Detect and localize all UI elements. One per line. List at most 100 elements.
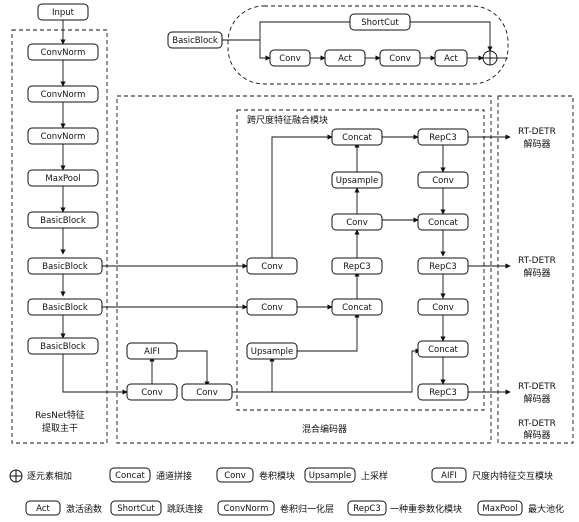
decoder-2-line1: RT-DETR bbox=[518, 256, 556, 266]
label-rtdetr-bottom: RT-DETR bbox=[518, 419, 556, 429]
svg-text:MaxPool: MaxPool bbox=[45, 174, 80, 184]
svg-text:ShortCut: ShortCut bbox=[117, 504, 155, 514]
svg-text:Conv: Conv bbox=[224, 471, 246, 481]
label-resnet-2: 提取主干 bbox=[42, 422, 78, 434]
svg-text:Act: Act bbox=[444, 54, 458, 64]
svg-text:BasicBlock: BasicBlock bbox=[40, 216, 86, 226]
node-basicblock-legend: BasicBlock bbox=[167, 31, 223, 49]
svg-text:ShortCut: ShortCut bbox=[361, 18, 399, 28]
svg-text:RepC3: RepC3 bbox=[353, 504, 381, 514]
legend-aifi: AIFI bbox=[431, 467, 467, 483]
node-conv-c1: Conv bbox=[331, 213, 383, 231]
node-conv-bottom-1: Conv bbox=[126, 383, 178, 401]
label-resnet-1: ResNet特征 bbox=[35, 409, 85, 421]
label-rtdetr-bottom-2: 解码器 bbox=[523, 429, 550, 441]
legend-convnorm-desc: 卷积归一化层 bbox=[280, 503, 334, 515]
svg-text:MaxPool: MaxPool bbox=[482, 504, 517, 514]
svg-text:RepC3: RepC3 bbox=[343, 262, 371, 272]
node-upsample-low: Upsample bbox=[246, 342, 298, 360]
node-concat-c1: Concat bbox=[331, 298, 383, 316]
svg-text:Act: Act bbox=[338, 54, 352, 64]
node-repc3-c1: RepC3 bbox=[331, 257, 383, 275]
node-convnorm-2: ConvNorm bbox=[27, 85, 99, 103]
svg-text:Conv: Conv bbox=[196, 388, 218, 398]
decoder-2-line2: 解码器 bbox=[523, 267, 550, 279]
svg-text:AIFI: AIFI bbox=[441, 471, 457, 481]
decoder-1-line1: RT-DETR bbox=[518, 127, 556, 137]
legend-shortcut-desc: 跳跃连接 bbox=[167, 503, 203, 515]
svg-text:Concat: Concat bbox=[428, 218, 458, 228]
basicblock-detail-region bbox=[227, 5, 509, 85]
svg-text:Conv: Conv bbox=[432, 176, 454, 186]
svg-text:Conv: Conv bbox=[261, 303, 283, 313]
decoder-3-line1: RT-DETR bbox=[518, 382, 556, 392]
legend-upsample: Upsample bbox=[304, 467, 356, 483]
label-hybrid-encoder: 混合编码器 bbox=[302, 423, 347, 435]
svg-text:Conv: Conv bbox=[279, 54, 301, 64]
legend-upsample-desc: 上采样 bbox=[361, 470, 388, 482]
decoder-region bbox=[497, 95, 574, 444]
svg-text:Upsample: Upsample bbox=[251, 347, 294, 357]
node-aifi: AIFI bbox=[126, 342, 178, 360]
node-upsample-c1: Upsample bbox=[331, 171, 383, 189]
edges bbox=[60, 20, 511, 395]
legend-conv-desc: 卷积模块 bbox=[259, 470, 295, 482]
legend-act-desc: 激活函数 bbox=[66, 503, 102, 515]
node-conv-bottom-2: Conv bbox=[181, 383, 233, 401]
node-sc-conv-2: Conv bbox=[379, 49, 421, 67]
svg-text:Act: Act bbox=[36, 504, 50, 514]
decoder-3-line2: 解码器 bbox=[523, 393, 550, 405]
svg-text:Conv: Conv bbox=[346, 218, 368, 228]
legend-concat: Concat bbox=[109, 467, 151, 483]
add-icon bbox=[482, 50, 498, 66]
node-repc3-top: RepC3 bbox=[417, 128, 469, 146]
node-conv-c2a: Conv bbox=[417, 171, 469, 189]
svg-text:Concat: Concat bbox=[115, 471, 145, 481]
svg-text:RepC3: RepC3 bbox=[429, 133, 457, 143]
svg-text:Conv: Conv bbox=[261, 262, 283, 272]
svg-text:Conv: Conv bbox=[141, 388, 163, 398]
node-convnorm-3: ConvNorm bbox=[27, 127, 99, 145]
svg-text:Upsample: Upsample bbox=[309, 471, 352, 481]
legend-aifi-desc: 尺度内特征交互模块 bbox=[472, 470, 553, 482]
svg-text:Conv: Conv bbox=[389, 54, 411, 64]
svg-text:BasicBlock: BasicBlock bbox=[172, 36, 218, 46]
svg-text:AIFI: AIFI bbox=[144, 347, 160, 357]
node-basicblock-2: BasicBlock bbox=[27, 257, 103, 275]
svg-text:Concat: Concat bbox=[342, 133, 372, 143]
label-cross-scale: 跨尺度特征融合模块 bbox=[247, 114, 328, 126]
svg-text:ConvNorm: ConvNorm bbox=[41, 132, 86, 142]
node-conv-mid-1: Conv bbox=[246, 257, 298, 275]
legend-maxpool-desc: 最大池化 bbox=[528, 503, 564, 515]
node-concat-top: Concat bbox=[331, 128, 383, 146]
node-repc3-c2b: RepC3 bbox=[417, 383, 469, 401]
node-concat-c2a: Concat bbox=[417, 213, 469, 231]
legend-conv: Conv bbox=[216, 467, 254, 483]
node-conv-c2b: Conv bbox=[417, 298, 469, 316]
node-convnorm-1: ConvNorm bbox=[27, 43, 99, 61]
svg-text:Conv: Conv bbox=[432, 303, 454, 313]
node-repc3-c2: RepC3 bbox=[417, 257, 469, 275]
node-input: Input bbox=[37, 3, 89, 21]
legend-repc3: RepC3 bbox=[347, 500, 387, 516]
svg-text:BasicBlock: BasicBlock bbox=[40, 342, 86, 352]
decoder-1-line2: 解码器 bbox=[523, 138, 550, 150]
svg-text:RepC3: RepC3 bbox=[429, 262, 457, 272]
svg-text:RepC3: RepC3 bbox=[429, 388, 457, 398]
svg-text:逐元素相加: 逐元素相加 bbox=[27, 470, 72, 482]
svg-text:BasicBlock: BasicBlock bbox=[42, 303, 88, 313]
legend-convnorm: ConvNorm bbox=[217, 500, 275, 516]
resnet-region bbox=[11, 29, 108, 444]
svg-text:Upsample: Upsample bbox=[336, 176, 379, 186]
node-basicblock-1: BasicBlock bbox=[27, 211, 99, 229]
node-basicblock-3: BasicBlock bbox=[27, 298, 103, 316]
svg-text:ConvNorm: ConvNorm bbox=[224, 504, 269, 514]
svg-text:Input: Input bbox=[52, 8, 75, 18]
node-maxpool: MaxPool bbox=[27, 169, 99, 187]
hybrid-encoder-region bbox=[116, 95, 492, 444]
svg-text:Concat: Concat bbox=[342, 303, 372, 313]
svg-text:Concat: Concat bbox=[428, 345, 458, 355]
legend-act: Act bbox=[25, 500, 61, 516]
node-concat-c2b: Concat bbox=[417, 340, 469, 358]
